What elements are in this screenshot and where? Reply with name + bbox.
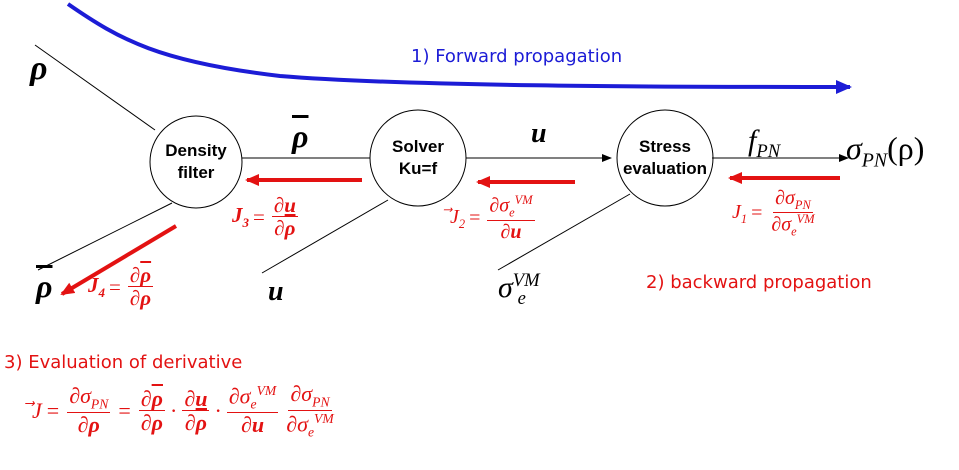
t5-num-sigma: σ (301, 381, 313, 406)
density-filter-line2: filter (177, 163, 215, 182)
j1-name: J (732, 200, 741, 223)
sigma-e-main: σ (498, 271, 513, 304)
rho-bar-output-symbol: ρ (36, 268, 53, 304)
input-rho-symbol: ρ (30, 50, 48, 87)
j1-num-sigma: σ (785, 187, 795, 209)
stress-evaluation-node (616, 109, 714, 207)
j3-num-u: u (284, 193, 296, 217)
stress-line1: Stress (639, 137, 691, 156)
output-sigma-pn: σPN(ρ) (846, 130, 924, 172)
stress-line2: evaluation (622, 159, 708, 178)
t1-den-rho: ρ (88, 411, 100, 437)
total-j-name: J (32, 397, 42, 423)
j1-num-sub: PN (794, 198, 811, 212)
total-frac-3: ∂u ∂ρ (182, 385, 210, 435)
t4-num-sub: e (250, 396, 257, 412)
output-sigma-sub: PN (861, 149, 888, 172)
j2-name: J (450, 206, 459, 229)
j1-sub: 1 (740, 211, 748, 226)
t3-num-u: u (195, 385, 208, 411)
j4-sub: 4 (98, 285, 106, 301)
evaluation-label: 3) Evaluation of derivative (4, 352, 243, 373)
rho-bar-symbol: ρ (292, 118, 309, 154)
sigma-e-sub: e (517, 288, 526, 309)
edge-stress-sigma-e (497, 193, 631, 271)
t2-num-rho: ρ (151, 385, 163, 411)
sigma-e-vm-symbol: σVMe (498, 270, 540, 310)
t5-den-sup: VM (314, 410, 334, 426)
t2-den-rho: ρ (151, 409, 163, 435)
jacobian-j2: ⃗J2 = ∂σeVM ∂u (450, 193, 535, 243)
t5-num-sub: PN (312, 394, 330, 410)
input-edge-rho (34, 44, 156, 131)
j1-den-sigma: σ (781, 213, 792, 236)
t1-num-sub: PN (90, 396, 109, 412)
j2-num-sigma: σ (499, 194, 510, 217)
t1-num-sigma: σ (80, 383, 91, 409)
j4-num-rho: ρ (140, 263, 152, 287)
t5-den-sub: e (307, 424, 315, 440)
stress-evaluation-label: Stress evaluation (615, 136, 715, 180)
f-pn-symbol: fPN (748, 124, 780, 163)
total-frac-2: ∂ρ ∂ρ (138, 385, 165, 435)
j2-num-sup: VM (514, 193, 533, 207)
j2-den-u: u (510, 220, 522, 243)
density-filter-node (149, 115, 243, 209)
density-filter-label: Density filter (146, 140, 246, 184)
j3-name: J (232, 202, 243, 227)
j3-sub: 3 (242, 215, 250, 231)
density-filter-line1: Density (165, 141, 227, 160)
f-main: f (748, 124, 757, 157)
sigma-e-sup: VM (512, 270, 540, 291)
total-j: ⃗J (32, 398, 42, 424)
j3-den-rho: ρ (284, 216, 296, 241)
j1-den-sub: e (791, 224, 797, 239)
jacobian-j3: J3 = ∂u ∂ρ (232, 193, 298, 241)
t4-num-sup: VM (256, 383, 277, 399)
backward-propagation-label: 2) backward propagation (646, 272, 872, 293)
solver-label: Solver Ku=f (368, 136, 468, 180)
j4-name: J (88, 272, 99, 297)
j2-num-sub: e (509, 205, 515, 220)
jacobian-j4: J4 = ∂ρ ∂ρ (88, 263, 154, 311)
jacobian-j1: J1 = ∂σPN ∂σeVM (732, 187, 815, 239)
j4-den-rho: ρ (140, 286, 152, 311)
u-symbol-bottom: u (268, 276, 284, 307)
total-derivative-equation: ⃗J = ∂σPN ∂ρ = ∂ρ ∂ρ · ∂u ∂ρ · ∂σeVM ∂u … (32, 381, 334, 440)
output-edge-rho-bar (37, 202, 173, 271)
solver-line1: Solver (392, 137, 444, 156)
t4-den-u: u (251, 412, 265, 438)
t4-num-sigma: σ (239, 383, 251, 409)
j2-sub: 2 (458, 217, 466, 232)
t3-den-rho: ρ (195, 409, 207, 435)
j1-den-sup: VM (796, 212, 815, 227)
total-frac-5: ∂σPN ∂σeVM (286, 381, 334, 440)
solver-line2: Ku=f (398, 159, 438, 178)
t5-den-sigma: σ (297, 411, 308, 437)
f-sub: PN (756, 141, 781, 162)
total-frac-4: ∂σeVM ∂u (226, 383, 279, 438)
u-symbol-top: u (531, 118, 547, 149)
output-sigma: σ (846, 130, 862, 166)
total-frac-1: ∂σPN ∂ρ (67, 383, 111, 437)
solver-node (369, 109, 467, 207)
forward-propagation-arrow (66, 2, 852, 94)
edge-solver-u (261, 199, 389, 274)
forward-propagation-label: 1) Forward propagation (411, 46, 623, 67)
output-arg: (ρ) (887, 130, 925, 166)
backward-arrow-j4 (60, 224, 178, 296)
